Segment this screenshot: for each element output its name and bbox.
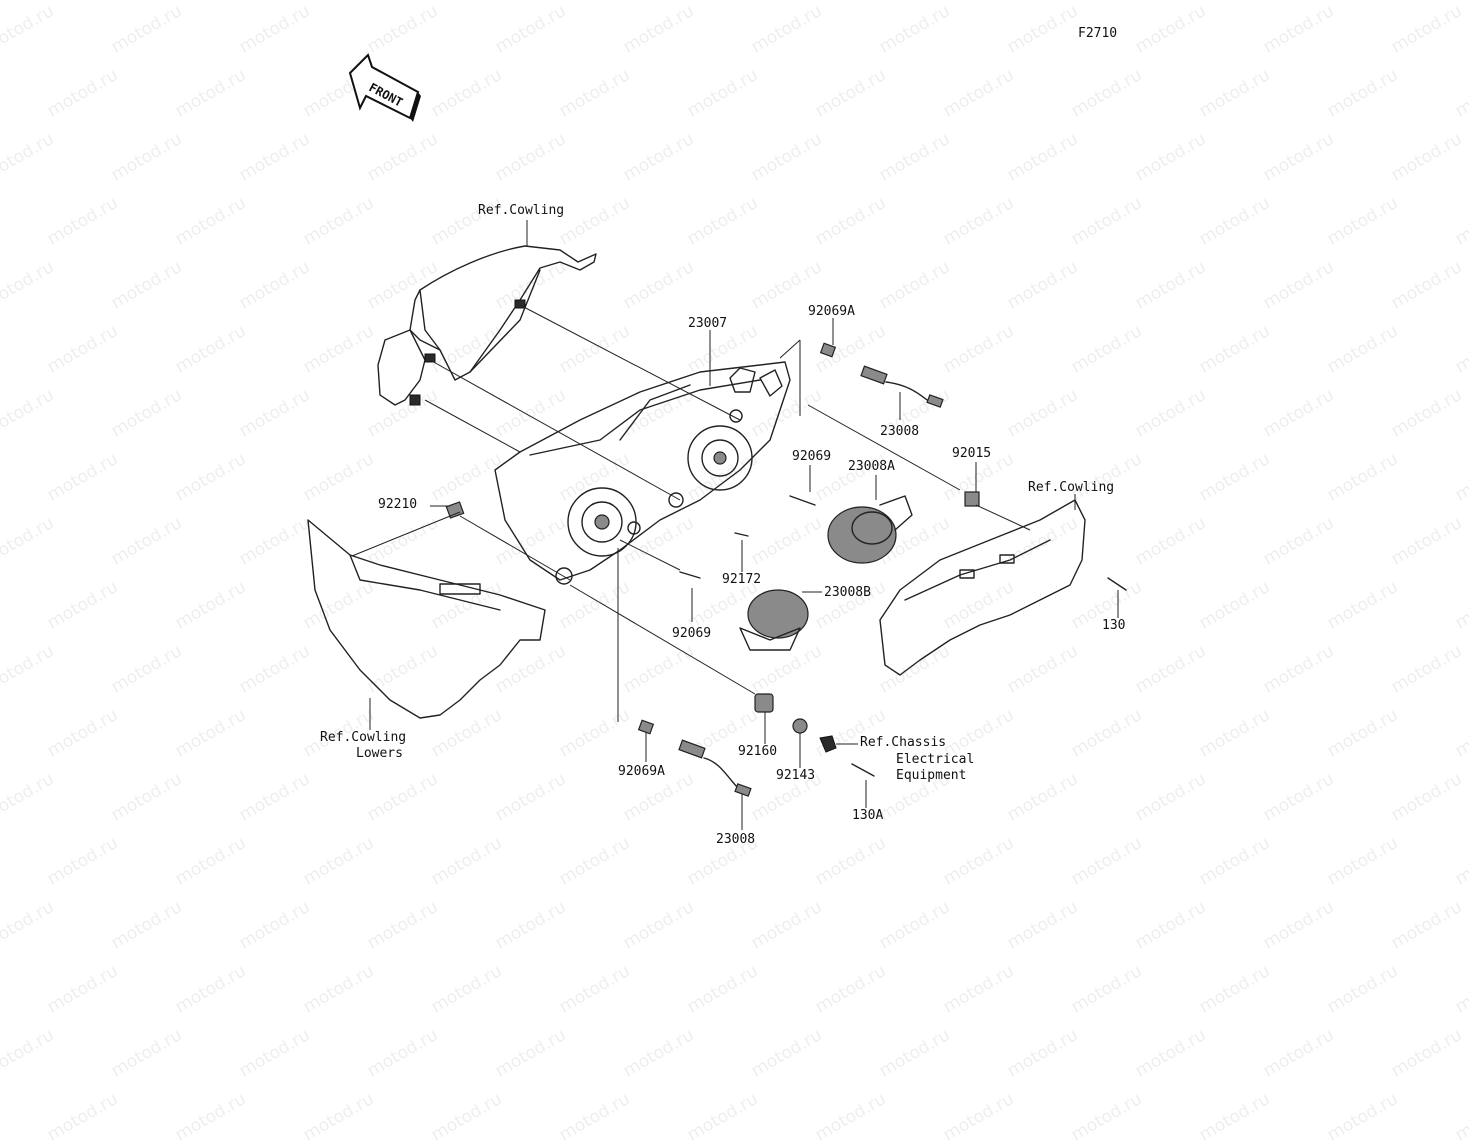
part-number-92172: 92172 bbox=[722, 572, 762, 587]
diagram-drawing: FRONT bbox=[307, 53, 1127, 830]
upper-cowling-part bbox=[377, 245, 597, 406]
part-number-92069a-bottom: 92069A bbox=[618, 764, 665, 779]
part-number-23008-top: 23008 bbox=[880, 424, 920, 439]
part-number-23008b: 23008B bbox=[824, 585, 871, 600]
label-ref-cowling-lowers-2: Lowers bbox=[356, 746, 403, 761]
label-ref-cowling-right: Ref.Cowling bbox=[1028, 480, 1115, 495]
front-arrow-icon: FRONT bbox=[348, 53, 421, 122]
small-parts bbox=[445, 342, 1127, 797]
label-ref-chassis-2: Electrical bbox=[896, 752, 975, 767]
part-number-92069-top: 92069 bbox=[792, 449, 832, 464]
part-number-23007: 23007 bbox=[688, 316, 728, 331]
part-number-92015: 92015 bbox=[952, 446, 992, 461]
label-ref-chassis-1: Ref.Chassis bbox=[860, 735, 947, 750]
part-number-130: 130 bbox=[1102, 618, 1126, 633]
right-cowling-part bbox=[879, 499, 1086, 676]
label-ref-cowling-lowers-1: Ref.Cowling bbox=[320, 730, 407, 745]
part-number-92160: 92160 bbox=[738, 744, 778, 759]
label-ref-cowling-top: Ref.Cowling bbox=[478, 203, 565, 218]
part-number-92143: 92143 bbox=[776, 768, 816, 783]
part-number-92210: 92210 bbox=[378, 497, 418, 512]
part-number-23008-bottom: 23008 bbox=[716, 832, 756, 847]
cap-23008b-part bbox=[739, 589, 809, 651]
part-number-92069-bottom: 92069 bbox=[672, 626, 712, 641]
part-number-23008a: 23008A bbox=[848, 459, 895, 474]
headlight-assembly-part bbox=[494, 361, 791, 585]
figure-code: F2710 bbox=[1078, 26, 1118, 41]
part-number-130a: 130A bbox=[852, 808, 884, 823]
lower-cowling-part bbox=[307, 519, 546, 719]
cap-23008a-part bbox=[827, 495, 913, 564]
alignment-lines bbox=[424, 304, 1031, 695]
part-number-92069a-top: 92069A bbox=[808, 304, 855, 319]
label-ref-chassis-3: Equipment bbox=[896, 768, 967, 783]
leader-lines bbox=[351, 220, 1119, 830]
